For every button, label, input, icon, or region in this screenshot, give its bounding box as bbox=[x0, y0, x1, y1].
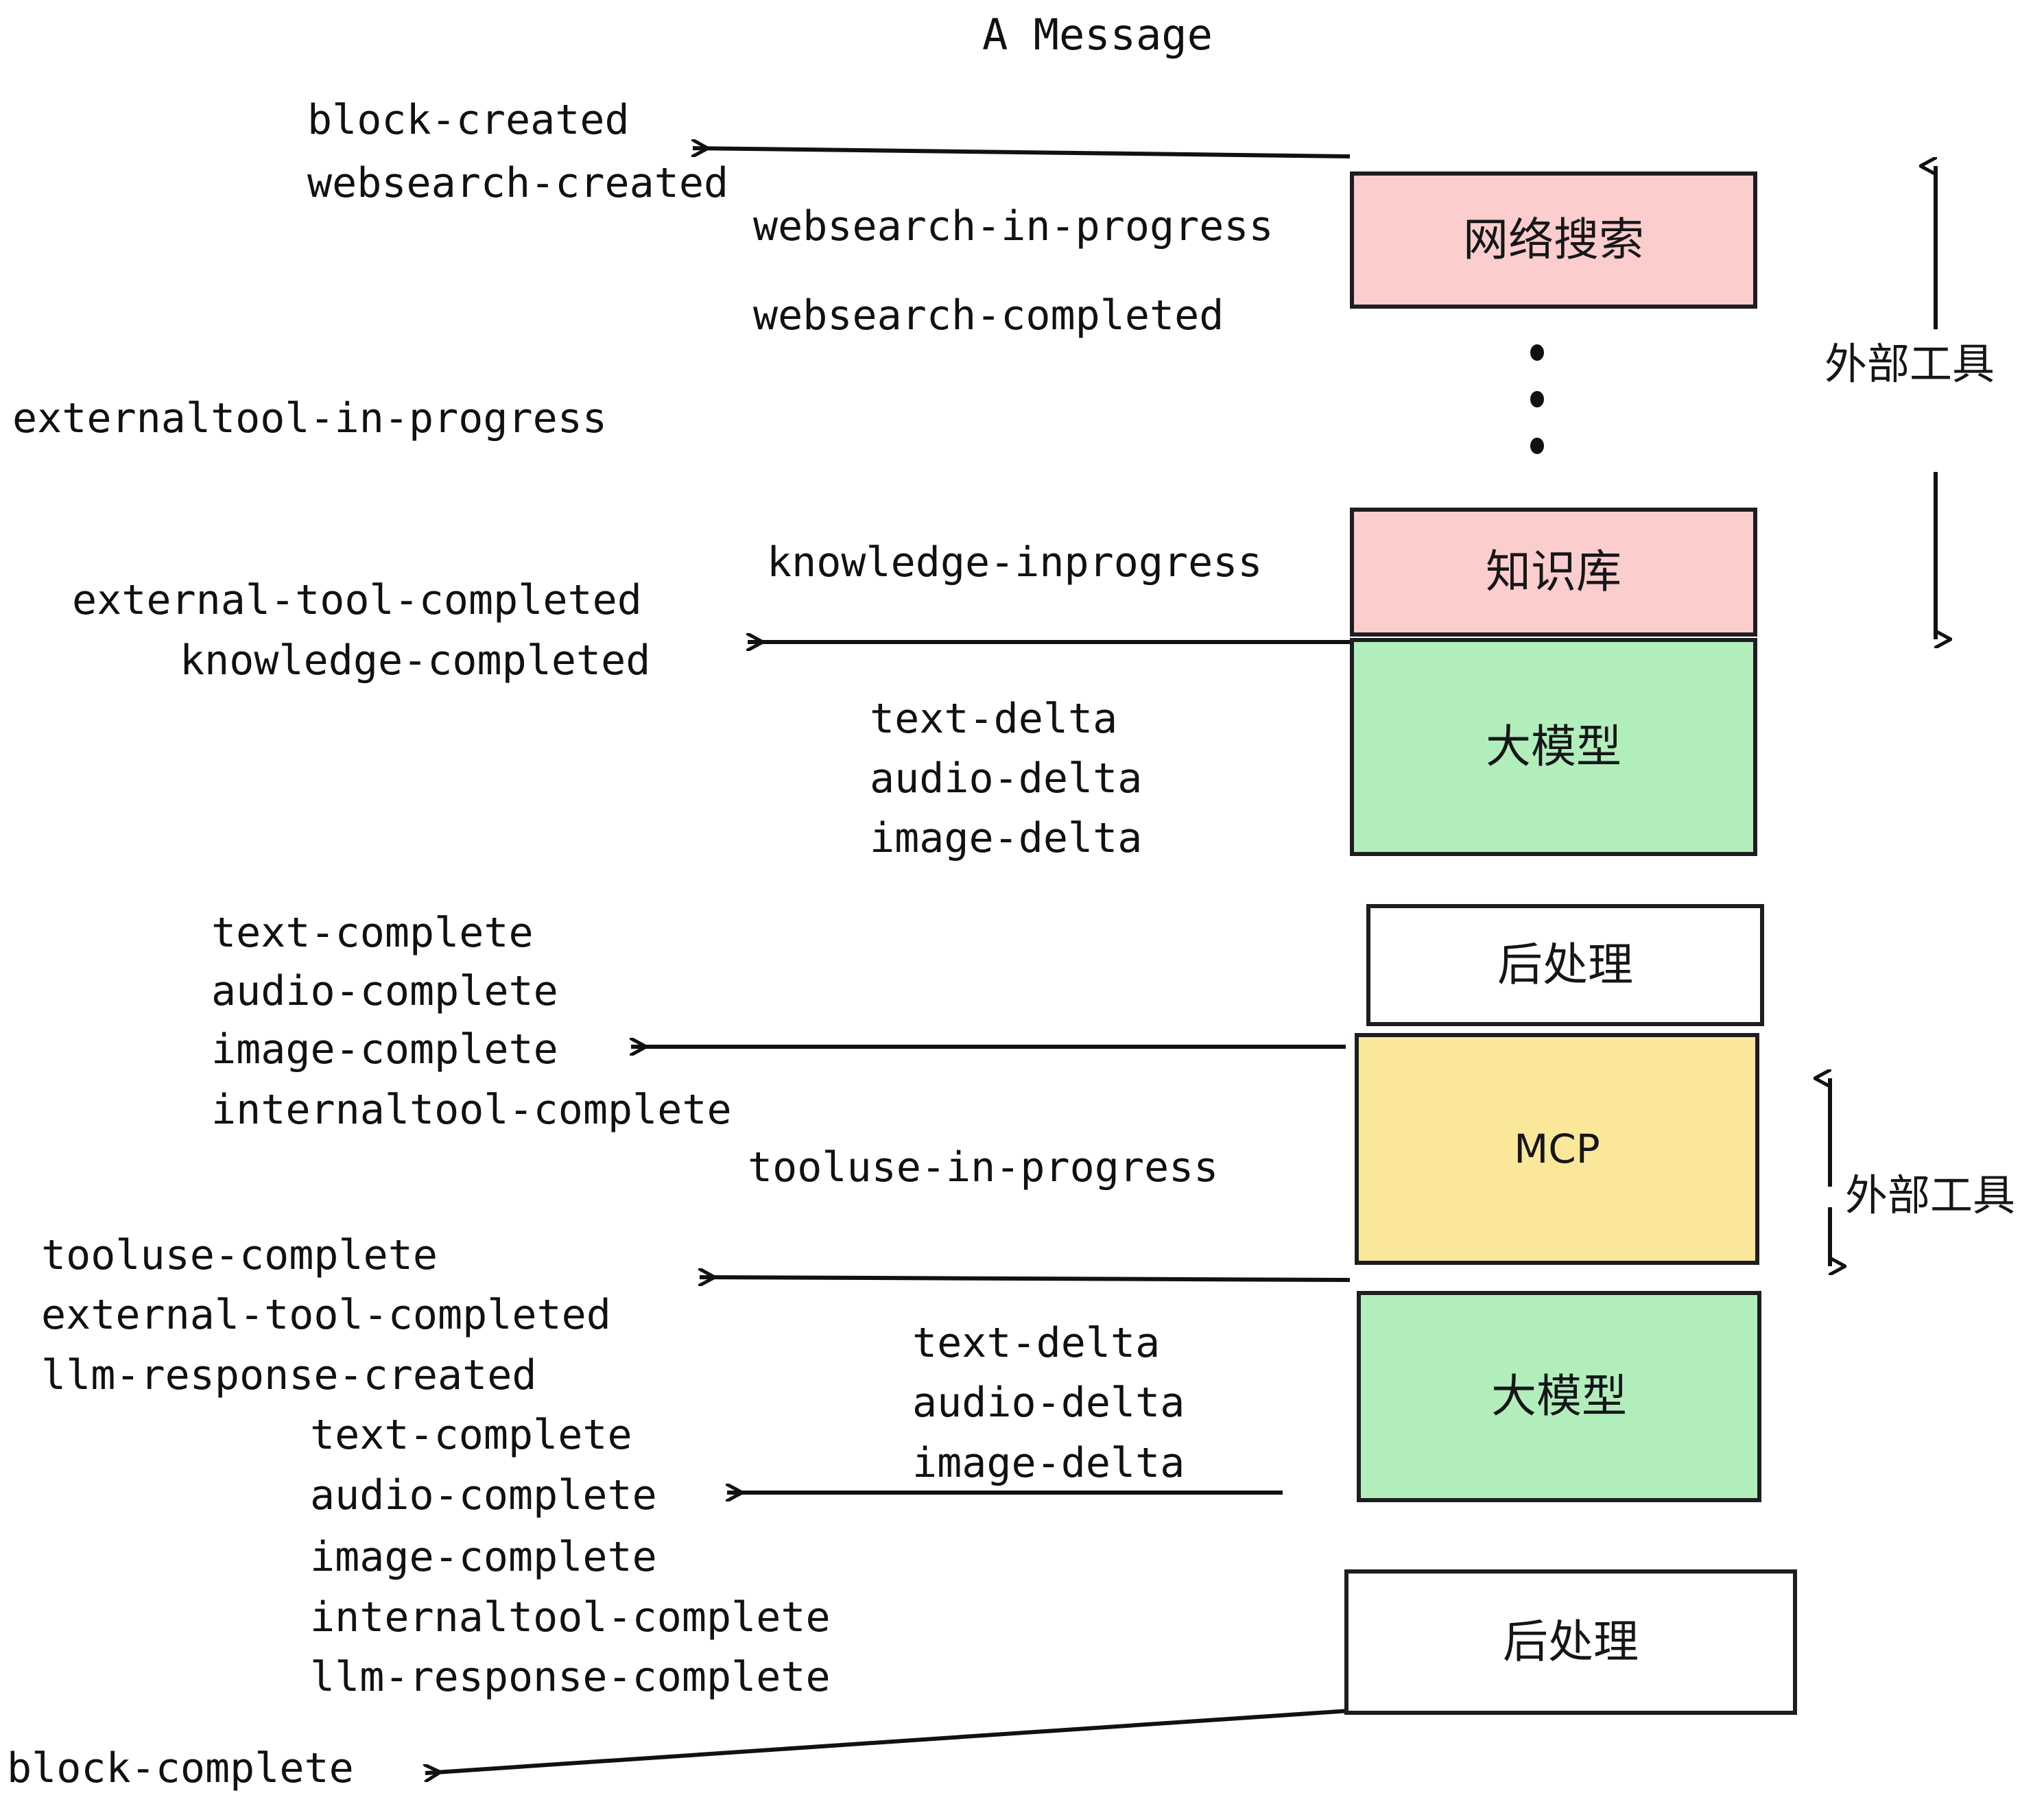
arrow-block-complete bbox=[425, 1709, 1351, 1773]
event-text-delta-2: text-delta bbox=[912, 1319, 1161, 1367]
node-websearch-label: 网络搜索 bbox=[1463, 213, 1644, 266]
node-post-top[interactable]: 后处理 bbox=[1366, 904, 1764, 1026]
event-externaltool-in-progress: externaltool-in-progress bbox=[12, 394, 607, 442]
dot-2 bbox=[1530, 391, 1544, 407]
event-tooluse-in-progress: tooluse-in-progress bbox=[748, 1143, 1219, 1191]
event-text-complete-2: text-complete bbox=[310, 1411, 632, 1459]
node-post-bottom-label: 后处理 bbox=[1503, 1615, 1639, 1668]
node-llm-bottom-label: 大模型 bbox=[1491, 1370, 1627, 1423]
event-knowledge-inprogress: knowledge-inprogress bbox=[767, 538, 1263, 586]
arrow-tooluse-complete bbox=[700, 1277, 1351, 1280]
event-websearch-in-progress: websearch-in-progress bbox=[753, 202, 1274, 250]
node-mcp[interactable]: MCP bbox=[1355, 1033, 1759, 1265]
event-external-tool-completed-2: external-tool-completed bbox=[41, 1291, 611, 1339]
node-llm-top-label: 大模型 bbox=[1486, 720, 1621, 773]
event-block-complete: block-complete bbox=[7, 1744, 354, 1792]
event-websearch-completed: websearch-completed bbox=[753, 292, 1224, 340]
event-audio-complete-1: audio-complete bbox=[211, 967, 558, 1015]
event-text-delta-1: text-delta bbox=[870, 695, 1118, 743]
event-llm-response-created: llm-response-created bbox=[41, 1351, 537, 1399]
node-knowledge-label: 知识库 bbox=[1486, 545, 1621, 598]
event-tooluse-complete: tooluse-complete bbox=[41, 1231, 438, 1279]
arrow-block-created bbox=[693, 148, 1351, 158]
event-audio-delta-1: audio-delta bbox=[870, 755, 1143, 803]
event-internaltool-complete-1: internaltool-complete bbox=[211, 1086, 732, 1134]
event-knowledge-completed: knowledge-completed bbox=[180, 637, 651, 685]
ellipsis-dots bbox=[1530, 344, 1545, 454]
event-image-delta-2: image-delta bbox=[912, 1439, 1185, 1487]
node-mcp-label: MCP bbox=[1514, 1126, 1600, 1172]
event-audio-delta-2: audio-delta bbox=[912, 1379, 1185, 1427]
node-llm-bottom[interactable]: 大模型 bbox=[1357, 1291, 1761, 1502]
node-knowledge[interactable]: 知识库 bbox=[1350, 508, 1757, 637]
event-image-delta-1: image-delta bbox=[870, 814, 1143, 862]
event-llm-response-complete: llm-response-complete bbox=[310, 1653, 831, 1701]
node-llm-top[interactable]: 大模型 bbox=[1350, 638, 1757, 856]
side-label-external-tool-bottom: 外部工具 bbox=[1845, 1170, 2016, 1220]
side-label-external-tool-top: 外部工具 bbox=[1825, 339, 1995, 389]
event-text-complete-1: text-complete bbox=[211, 909, 534, 957]
event-websearch-created: websearch-created bbox=[307, 159, 729, 207]
event-block-created: block-created bbox=[307, 96, 630, 144]
node-post-bottom[interactable]: 后处理 bbox=[1344, 1569, 1797, 1715]
node-websearch[interactable]: 网络搜索 bbox=[1350, 171, 1757, 309]
dot-3 bbox=[1530, 438, 1544, 454]
diagram-title: A Message bbox=[982, 10, 1213, 60]
event-image-complete-2: image-complete bbox=[310, 1533, 657, 1581]
dot-1 bbox=[1530, 344, 1544, 361]
event-internaltool-complete-2: internaltool-complete bbox=[310, 1593, 831, 1641]
event-image-complete-1: image-complete bbox=[211, 1025, 558, 1073]
node-post-top-label: 后处理 bbox=[1497, 938, 1633, 991]
event-audio-complete-2: audio-complete bbox=[310, 1471, 657, 1519]
event-external-tool-completed-1: external-tool-completed bbox=[72, 576, 642, 624]
